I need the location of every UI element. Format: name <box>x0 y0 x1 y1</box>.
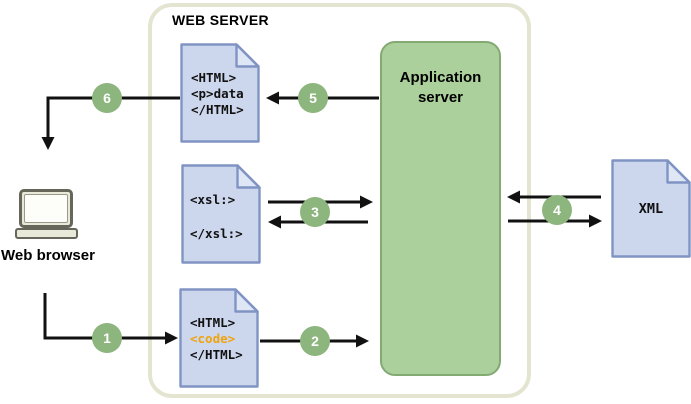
web-browser-label: Web browser <box>1 247 95 264</box>
laptop-screen <box>24 194 68 223</box>
document-xsl: <xsl:> </xsl:> <box>181 164 261 264</box>
step-circle-5: 5 <box>298 83 328 113</box>
html-response-code: <HTML><p>data</HTML> <box>191 70 244 117</box>
web-server-title: WEB SERVER <box>172 12 269 28</box>
xml-label: XML <box>638 200 664 217</box>
step-circle-1: 1 <box>92 323 122 353</box>
xsl-close-tag: </xsl:> <box>190 226 243 241</box>
document-html-response: <HTML><p>data</HTML> <box>180 43 260 143</box>
xsl-open-tag: <xsl:> <box>190 192 236 207</box>
laptop-icon <box>19 189 73 228</box>
step-circle-3: 3 <box>300 197 330 227</box>
code-tag-orange: <code> <box>190 331 236 346</box>
step-circle-2: 2 <box>300 326 330 356</box>
application-server-label: Application server <box>399 69 482 106</box>
step-circle-4: 4 <box>542 195 572 225</box>
step-circle-6: 6 <box>92 83 122 113</box>
application-server-box: Application server <box>380 41 501 376</box>
html-code-text: <HTML><code></HTML> <box>190 315 243 362</box>
document-xml: XML <box>611 159 691 258</box>
laptop-base <box>15 228 78 239</box>
document-html-code: <HTML><code></HTML> <box>179 288 259 388</box>
